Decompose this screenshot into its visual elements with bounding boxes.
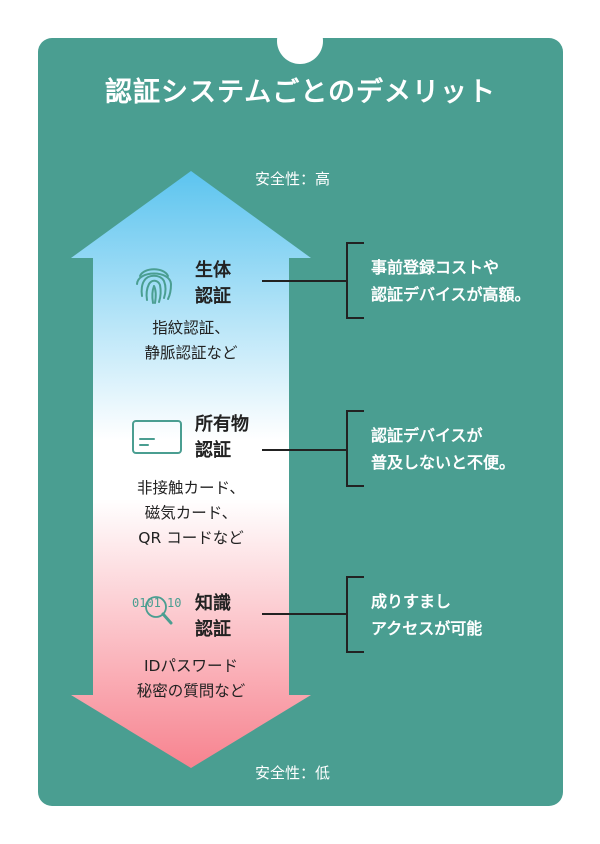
example-line: 静脈認証など: [144, 344, 238, 362]
hanging-notch: [277, 18, 323, 64]
connector-line-3: [262, 613, 346, 615]
method-examples-knowledge: IDパスワード 秘密の質問など: [111, 654, 271, 704]
page-title: 認証システムごとのデメリット: [105, 77, 496, 108]
note-possession: 認証デバイスが 普及しないと不便。: [371, 422, 515, 476]
note-line: 事前登録コストや: [371, 258, 500, 277]
note-bracket-3: [346, 576, 364, 653]
method-examples-possession: 非接触カード、 磁気カード、 QR コードなど: [111, 476, 271, 551]
note-knowledge: 成りすまし アクセスが可能: [371, 588, 482, 642]
method-name-line2: 認証: [195, 619, 231, 640]
method-name-line2: 認証: [195, 440, 231, 461]
note-biometric: 事前登録コストや 認証デバイスが高額。: [371, 254, 531, 308]
card-icon: [131, 419, 183, 459]
example-line: IDパスワード: [143, 657, 238, 675]
example-line: 磁気カード、: [144, 504, 238, 522]
note-line: 認証デバイスが: [371, 426, 483, 445]
safety-low-label: 安全性：低: [255, 764, 331, 782]
method-name-possession: 所有物 認証: [195, 412, 249, 464]
binary-search-icon: 0101 10: [131, 589, 185, 635]
safety-high-label: 安全性：高: [255, 170, 331, 188]
method-name-line1: 所有物: [195, 414, 249, 435]
example-line: 非接触カード、: [137, 479, 245, 497]
double-arrow-shape: [71, 171, 311, 768]
method-name-knowledge: 知識 認証: [195, 591, 231, 643]
note-bracket-1: [346, 242, 364, 319]
note-line: 普及しないと不便。: [371, 453, 516, 472]
example-line: QR コードなど: [138, 529, 244, 547]
note-bracket-2: [346, 410, 364, 487]
method-name-line2: 認証: [195, 286, 231, 307]
method-name-line1: 生体: [195, 260, 231, 281]
svg-text:10: 10: [167, 596, 181, 610]
method-name-line1: 知識: [195, 593, 231, 614]
note-line: 認証デバイスが高額。: [371, 285, 531, 304]
connector-line-2: [262, 449, 346, 451]
example-line: 秘密の質問など: [136, 682, 246, 700]
method-examples-biometric: 指紋認証、 静脈認証など: [111, 316, 271, 366]
connector-line-1: [262, 280, 346, 282]
fingerprint-icon: [133, 262, 175, 310]
method-name-biometric: 生体 認証: [195, 258, 231, 310]
note-line: アクセスが可能: [371, 619, 483, 638]
note-line: 成りすまし: [371, 592, 452, 611]
example-line: 指紋認証、: [152, 319, 230, 337]
